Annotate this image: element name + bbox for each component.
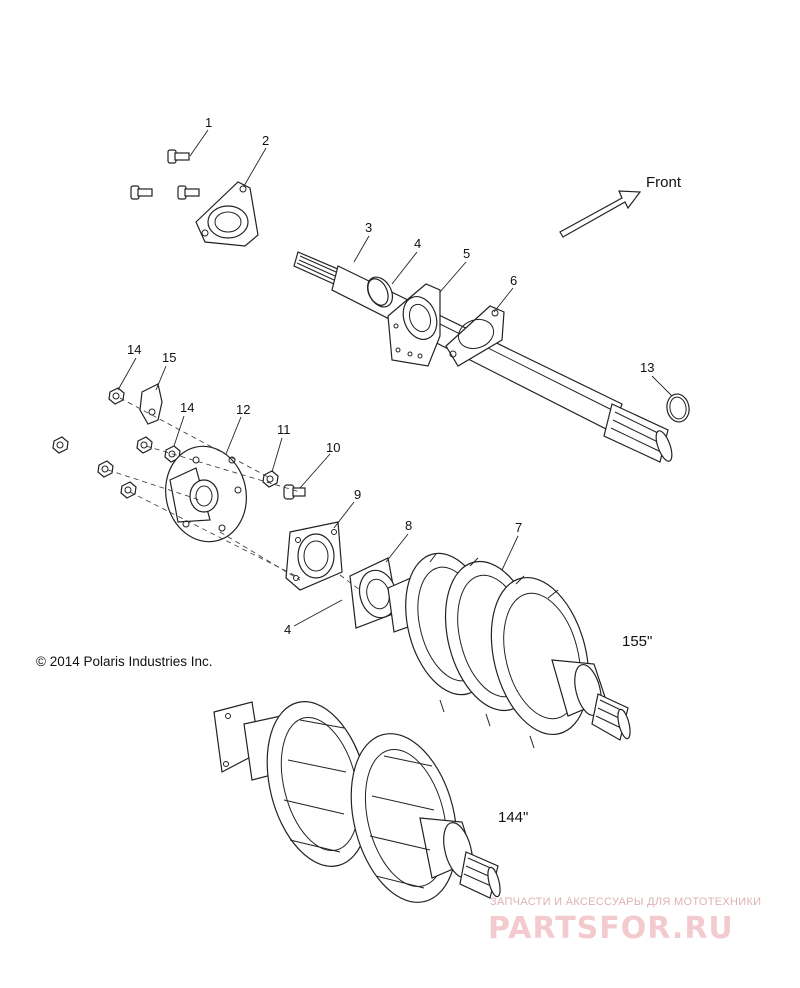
variant-155-label: 155"	[622, 633, 652, 650]
callout-5: 5	[463, 246, 470, 261]
drive-sprocket-assembly-155	[387, 552, 631, 749]
alignment-lines	[107, 397, 361, 591]
washer-part-11	[262, 470, 279, 488]
driveshaft-part-3	[293, 251, 673, 463]
variant-144-label: 144"	[498, 809, 528, 826]
callout-1: 1	[205, 115, 212, 130]
bearing-part-4	[367, 278, 389, 306]
callout-7: 7	[515, 520, 522, 535]
bolt-part-10	[283, 484, 306, 500]
bearing-housing-part-5	[387, 283, 441, 367]
o-ring-part-13	[666, 393, 690, 423]
callout-6: 6	[510, 273, 517, 288]
callout-labels: 1 2 3 4 5 6 13 14 15 14 12 11 10 9 8 7 4	[127, 115, 654, 637]
callout-14-lower: 14	[180, 400, 194, 415]
callout-14-upper: 14	[127, 342, 141, 357]
callout-8: 8	[405, 518, 412, 533]
callout-4: 4	[414, 236, 421, 251]
bracket-part-15	[139, 383, 163, 425]
drive-sprocket-assembly-144	[213, 701, 501, 903]
copyright-notice: © 2014 Polaris Industries Inc.	[36, 654, 213, 669]
bolt-part-1	[130, 149, 200, 200]
callout-3: 3	[365, 220, 372, 235]
gasket-part-6	[445, 305, 505, 367]
callout-9: 9	[354, 487, 361, 502]
callout-12: 12	[236, 402, 250, 417]
bearing-flange-part-2	[195, 181, 259, 247]
watermark-brand: PARTSFOR.RU	[488, 911, 734, 946]
front-label: Front	[646, 174, 682, 191]
leader-lines	[117, 129, 673, 627]
bearing-plate-part-9	[285, 521, 343, 591]
callout-2: 2	[262, 133, 269, 148]
watermark: ЗАПЧАСТИ И АКСЕССУАРЫ ДЛЯ МОТОТЕХНИКИ PA…	[488, 896, 761, 946]
callout-10: 10	[326, 440, 340, 455]
callout-15: 15	[162, 350, 176, 365]
front-arrow-icon	[559, 190, 642, 238]
watermark-tagline: ЗАПЧАСТИ И АКСЕССУАРЫ ДЛЯ МОТОТЕХНИКИ	[490, 896, 761, 908]
callout-11: 11	[277, 422, 291, 437]
callout-4-lower: 4	[284, 622, 291, 637]
callout-13: 13	[640, 360, 654, 375]
nut-set-left	[52, 436, 153, 499]
